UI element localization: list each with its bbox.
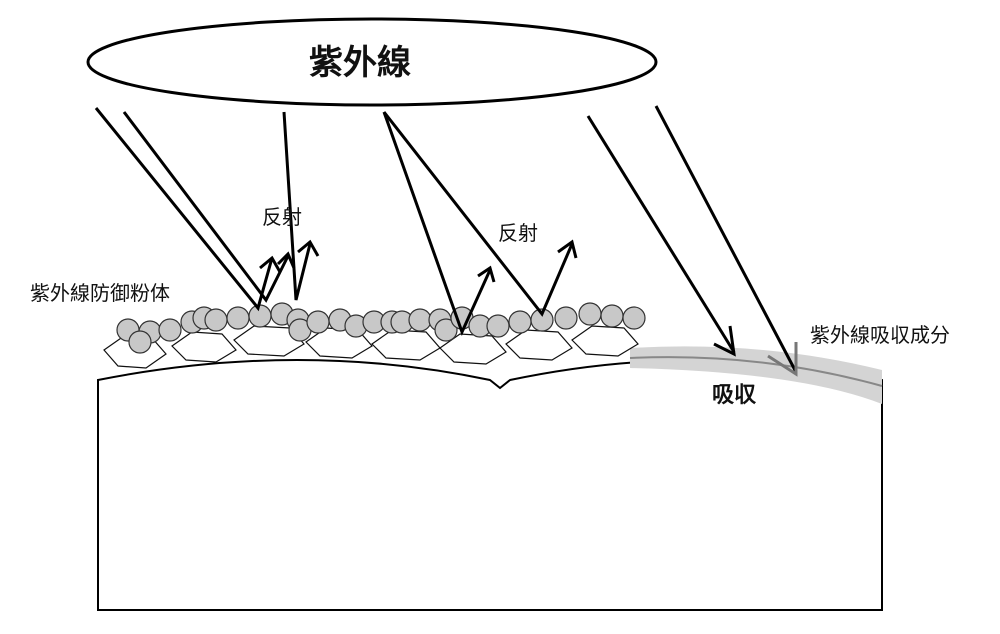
- uv-ray-absorbed-1: [586, 115, 736, 353]
- uv-absorber-label: 紫外線吸収成分: [810, 323, 950, 347]
- particle: [248, 304, 272, 328]
- uv-title: 紫外線: [309, 43, 411, 83]
- hexagon-flake: [171, 331, 237, 363]
- particle: [486, 314, 510, 338]
- particle: [204, 308, 228, 332]
- particle: [408, 308, 432, 332]
- particle: [128, 330, 152, 354]
- particle: [600, 304, 624, 328]
- reflect-label-left: 反射: [262, 205, 302, 229]
- hexagon-flake: [439, 333, 507, 365]
- uv-ray-reflect-3: [282, 111, 312, 301]
- uv-ray-reflect-1: [94, 107, 274, 312]
- particle: [578, 302, 602, 326]
- hexagon-flake: [571, 325, 639, 357]
- arrowhead: [297, 239, 320, 257]
- absorber-top-line: [629, 356, 883, 387]
- uv-ray-reflect-2: [122, 111, 290, 303]
- uv-ray-reflect-5: [382, 111, 574, 317]
- hexagon-flake: [505, 329, 573, 361]
- particle: [508, 310, 532, 334]
- uv-absorber-layer: [630, 346, 882, 404]
- particle: [158, 318, 182, 342]
- particles: [116, 302, 646, 354]
- skin-block: [97, 359, 883, 611]
- arrowhead: [767, 342, 798, 377]
- absorption-label: 吸収: [712, 383, 757, 408]
- arrowhead: [713, 325, 736, 357]
- particle: [530, 308, 554, 332]
- arrowhead: [276, 251, 296, 269]
- particle: [226, 306, 250, 330]
- arrowhead: [477, 265, 496, 283]
- particle: [554, 306, 578, 330]
- uv-source-ellipse: [86, 17, 658, 107]
- uv-rays-reflected: [94, 107, 578, 337]
- hexagon-flake: [233, 325, 305, 357]
- hexagon-flake: [371, 329, 441, 361]
- particle: [434, 318, 458, 342]
- arrowhead: [557, 239, 578, 259]
- uv-ray-reflect-4: [382, 111, 492, 337]
- reflect-label-right: 反射: [498, 221, 538, 245]
- uv-ray-absorbed-2: [654, 105, 798, 373]
- uv-rays-absorbed: [586, 105, 798, 377]
- particle: [306, 310, 330, 334]
- uv-protection-powder-label: 紫外線防御粉体: [30, 281, 170, 305]
- arrowhead: [259, 255, 282, 273]
- particle: [622, 306, 646, 330]
